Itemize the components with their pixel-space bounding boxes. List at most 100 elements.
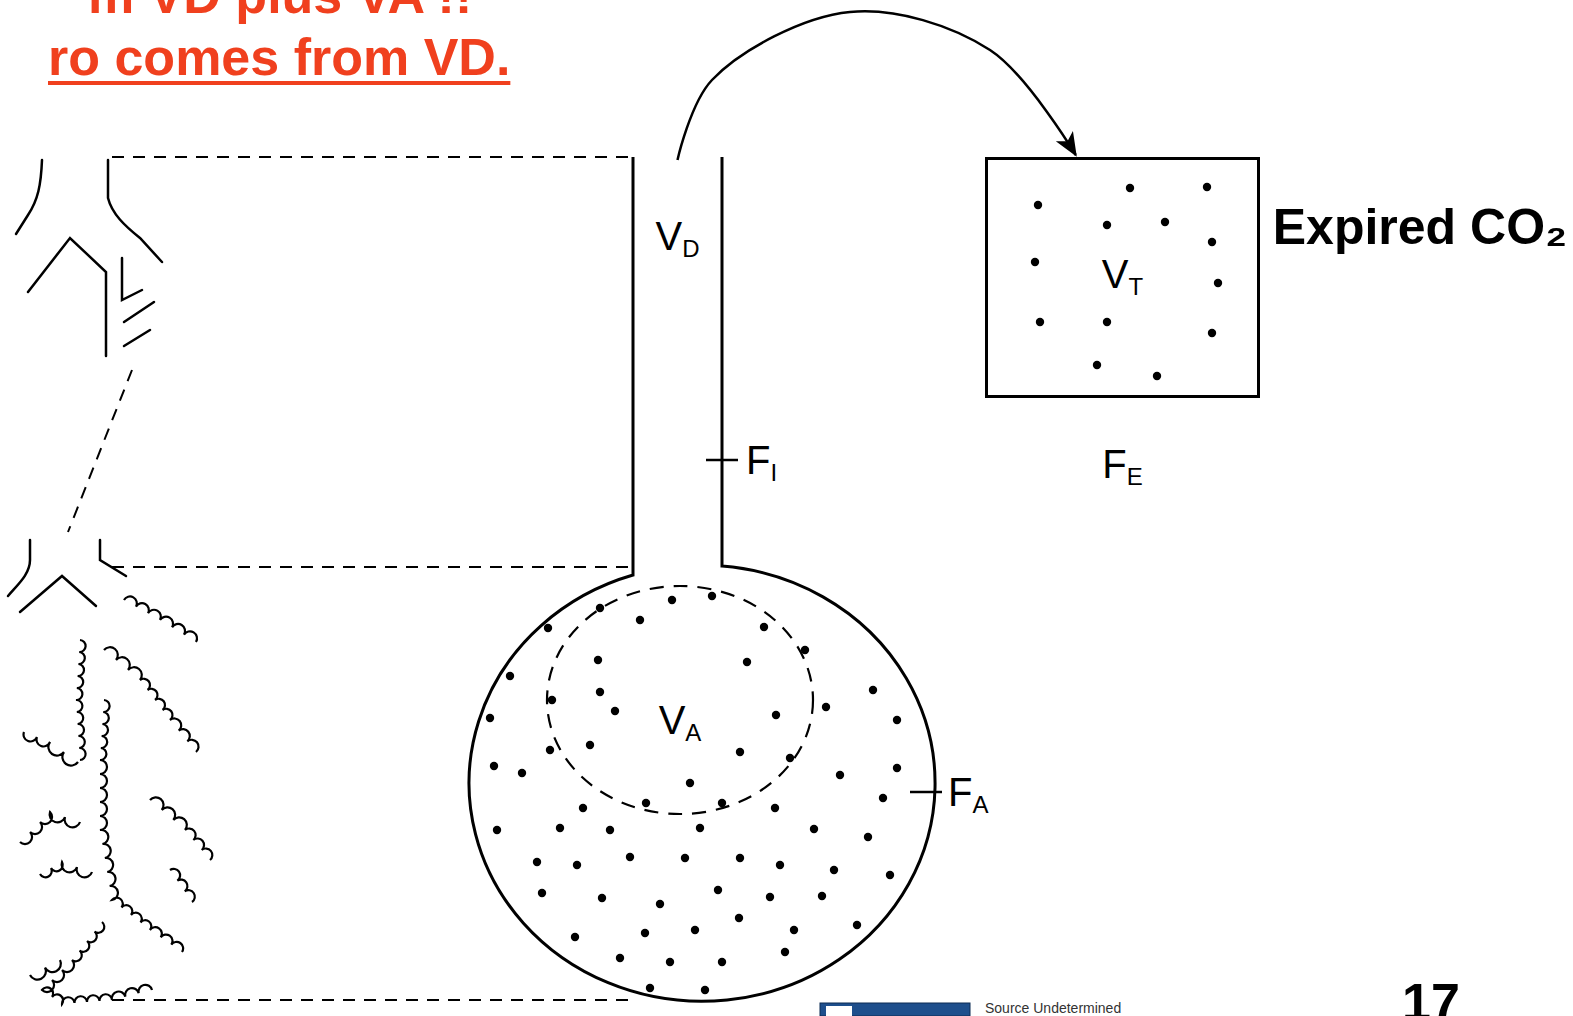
dashed-guide [112,999,628,1001]
co2-molecule [506,672,514,680]
slide-heading: ro comes from VD. [48,26,510,88]
dashed-guide [112,156,628,158]
alveolar-ducts [20,596,212,1004]
co2-molecule [596,688,604,696]
co2-molecule [736,748,744,756]
co2-molecule [853,921,861,929]
co2-molecule [571,933,579,941]
source-logo [826,1006,852,1016]
fraction-symbol: FA [948,768,988,829]
co2-molecule [681,854,689,862]
alveolar-ducts [76,640,86,760]
co2-molecule [776,861,784,869]
alveolar-ducts [100,700,183,952]
airway-tree [122,258,142,300]
co2-molecule [1153,372,1161,380]
co2-molecule [616,954,624,962]
co2-molecule [656,900,664,908]
co2-molecule [786,754,794,762]
alveolar-ducts [170,869,195,902]
co2-molecule [718,958,726,966]
co2-molecule [736,854,744,862]
alveolar-ducts [42,922,152,1004]
co2-molecule [790,926,798,934]
co2-molecule [1036,318,1044,326]
dashed-guide [68,370,132,532]
co2-molecule [696,824,704,832]
co2-molecule [701,986,709,994]
expired-gas-box: VTFE [985,157,1260,398]
co2-molecule [518,769,526,777]
flow-arrow [678,11,1076,160]
co2-molecule [666,958,674,966]
co2-molecule [718,799,726,807]
source-logo [820,1003,970,1016]
co2-molecule [760,623,768,631]
alveolar-ducts [20,812,80,844]
co2-molecule [668,596,676,604]
co2-molecule [1126,184,1134,192]
airway-tree [20,576,96,612]
co2-molecule [1093,361,1101,369]
alveolar-ducts [104,647,199,752]
co2-molecule [486,183,1222,994]
slide-heading: m VD plus VA !! [88,0,472,26]
co2-molecule [1103,221,1111,229]
lung-model [469,157,935,1001]
co2-molecule [879,794,887,802]
co2-molecule [869,686,877,694]
co2-molecule [611,707,619,715]
co2-molecule [822,703,830,711]
co2-molecule [830,866,838,874]
co2-molecule [626,853,634,861]
co2-molecule [538,889,546,897]
co2-molecule [1203,183,1211,191]
dashed-guide [112,566,628,568]
co2-molecule [818,892,826,900]
page-number: 17 [1402,972,1460,1016]
co2-molecule [642,799,650,807]
co2-molecule [586,741,594,749]
co2-molecule [533,858,541,866]
co2-molecule [573,861,581,869]
fraction-symbol: FI [746,436,777,497]
airway-tree [124,302,154,322]
co2-molecule [714,886,722,894]
sample-tick [706,460,942,792]
co2-molecule [1208,329,1216,337]
co2-molecule [691,926,699,934]
co2-molecule [636,616,644,624]
expired-label: Expired CO₂ [1272,165,1568,290]
co2-molecule [556,824,564,832]
alveolar-ducts [24,732,78,766]
volume-symbol: VD [636,212,719,273]
airway-tree [8,160,162,612]
co2-molecule [893,716,901,724]
co2-molecule [548,696,556,704]
co2-molecule [708,592,716,600]
airway-tree [28,238,106,356]
airway-tree [8,540,30,596]
co2-molecule [810,825,818,833]
fraction-symbol: FE [988,440,1257,501]
co2-molecule [781,948,789,956]
airway-tree [108,160,162,262]
dead-space-tube: VD [636,160,719,565]
lung-model [469,157,935,1001]
co2-molecule [771,804,779,812]
co2-molecule [546,746,554,754]
co2-molecule [886,871,894,879]
co2-molecule [766,893,774,901]
source-note: Source Undetermined [985,999,1121,1016]
sample-tick [910,791,942,794]
co2-molecule [836,771,844,779]
alveolar-ducts [150,797,212,860]
alveolar-volume: VA [545,584,815,816]
co2-molecule [1034,201,1042,209]
co2-molecule [1031,258,1039,266]
co2-molecule [772,711,780,719]
co2-molecule [490,762,498,770]
